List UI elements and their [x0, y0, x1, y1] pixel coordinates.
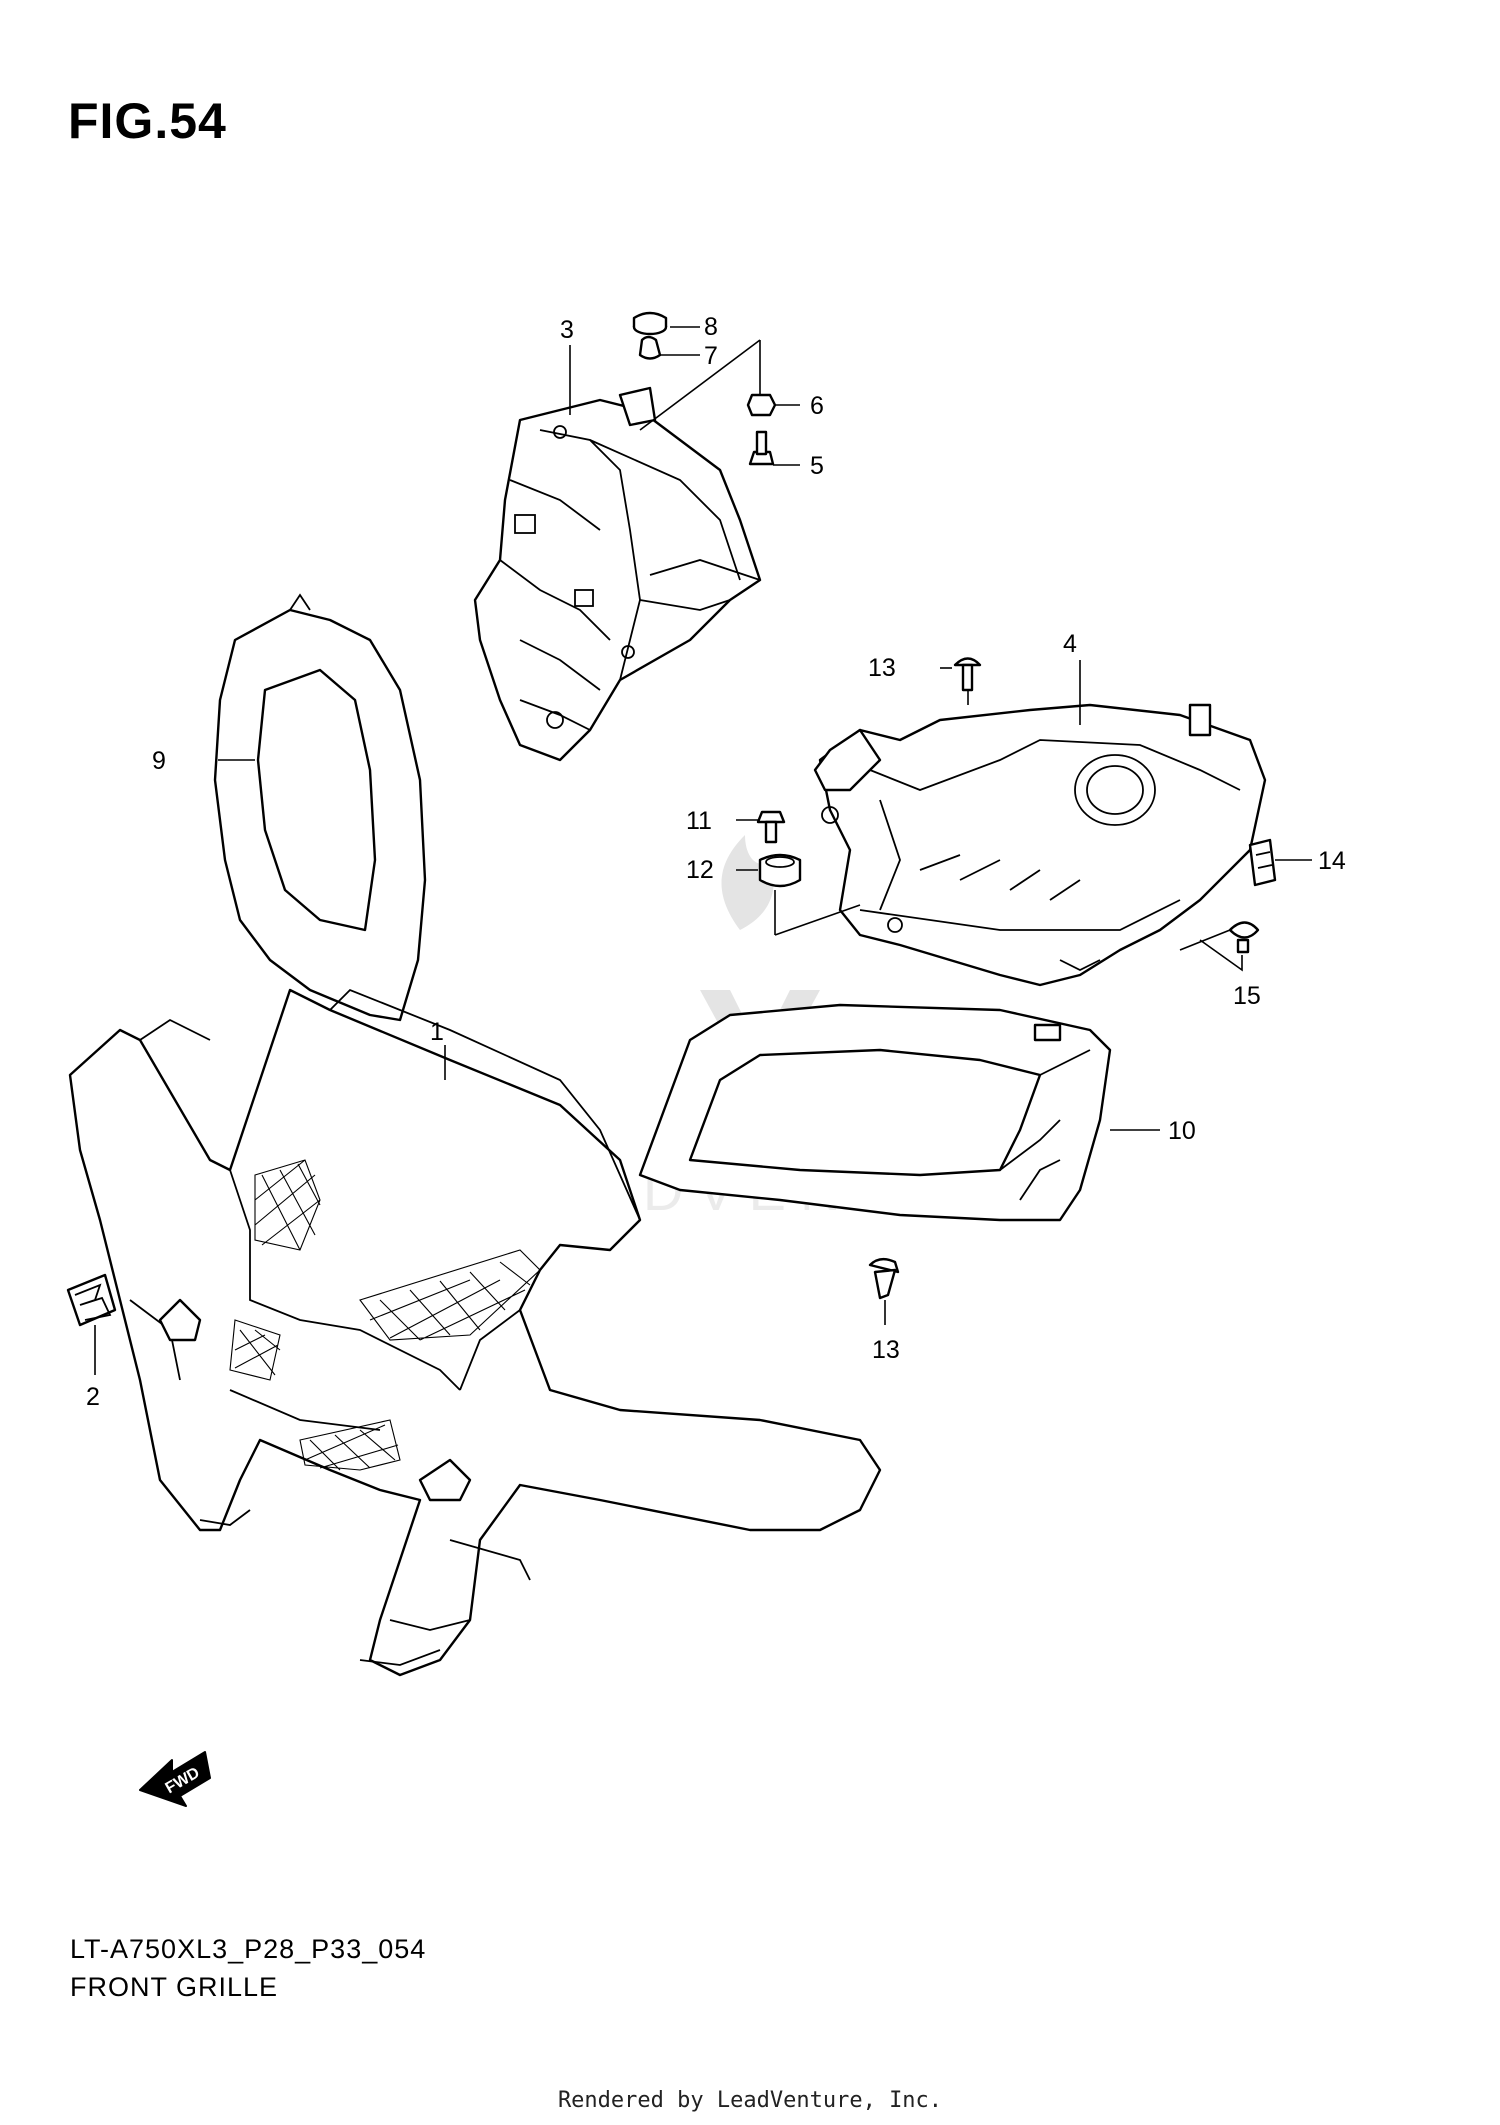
part-2-emblem [66, 1273, 117, 1327]
callout-7: 7 [704, 342, 718, 370]
callout-12: 12 [686, 856, 714, 884]
callout-4: 4 [1063, 630, 1077, 658]
part-5-bolt [748, 430, 775, 466]
callout-13-lower: 13 [872, 1336, 900, 1364]
callout-14: 14 [1318, 847, 1346, 875]
callout-6: 6 [810, 392, 824, 420]
callout-13-upper: 13 [868, 654, 896, 682]
figure-title: FIG.54 [68, 93, 227, 149]
part-12-grommet [758, 853, 802, 888]
figure-name: FRONT GRILLE [70, 1972, 279, 2002]
callout-15: 15 [1233, 982, 1261, 1010]
callout-11: 11 [686, 807, 712, 835]
part-6-nut [746, 393, 777, 417]
figure-code: LT-A750XL3_P28_P33_054 [70, 1934, 427, 1964]
callout-8: 8 [704, 313, 718, 341]
footer-credit: Rendered by LeadVenture, Inc. [557, 2088, 943, 2113]
callout-2: 2 [86, 1383, 100, 1411]
part-10-right-frame [638, 1003, 1112, 1222]
callout-1: 1 [430, 1018, 444, 1046]
part-14-clip [1248, 838, 1277, 887]
callout-10: 10 [1168, 1117, 1196, 1145]
part-8-grommet [632, 311, 668, 336]
part-13-screw-lower [868, 1257, 900, 1300]
part-4-lower-tray [813, 703, 1267, 987]
callout-3: 3 [560, 316, 574, 344]
part-1-front-grille [68, 988, 882, 1677]
part-9-inner-frame [213, 593, 427, 1022]
callout-5: 5 [810, 452, 824, 480]
part-7-collar [638, 335, 662, 360]
callout-9: 9 [152, 747, 166, 775]
part-11-bolt [756, 810, 786, 844]
part-15-rivet [1228, 921, 1260, 954]
part-13-screw-upper [953, 657, 982, 692]
part-3-upper-bracket [473, 386, 762, 762]
leader-lines [94, 326, 1312, 1375]
fwd-arrow-icon: FWD [139, 1751, 211, 1807]
callout-labels: 3 8 7 6 5 4 13 11 12 14 15 9 1 10 2 13 [86, 313, 1346, 1411]
